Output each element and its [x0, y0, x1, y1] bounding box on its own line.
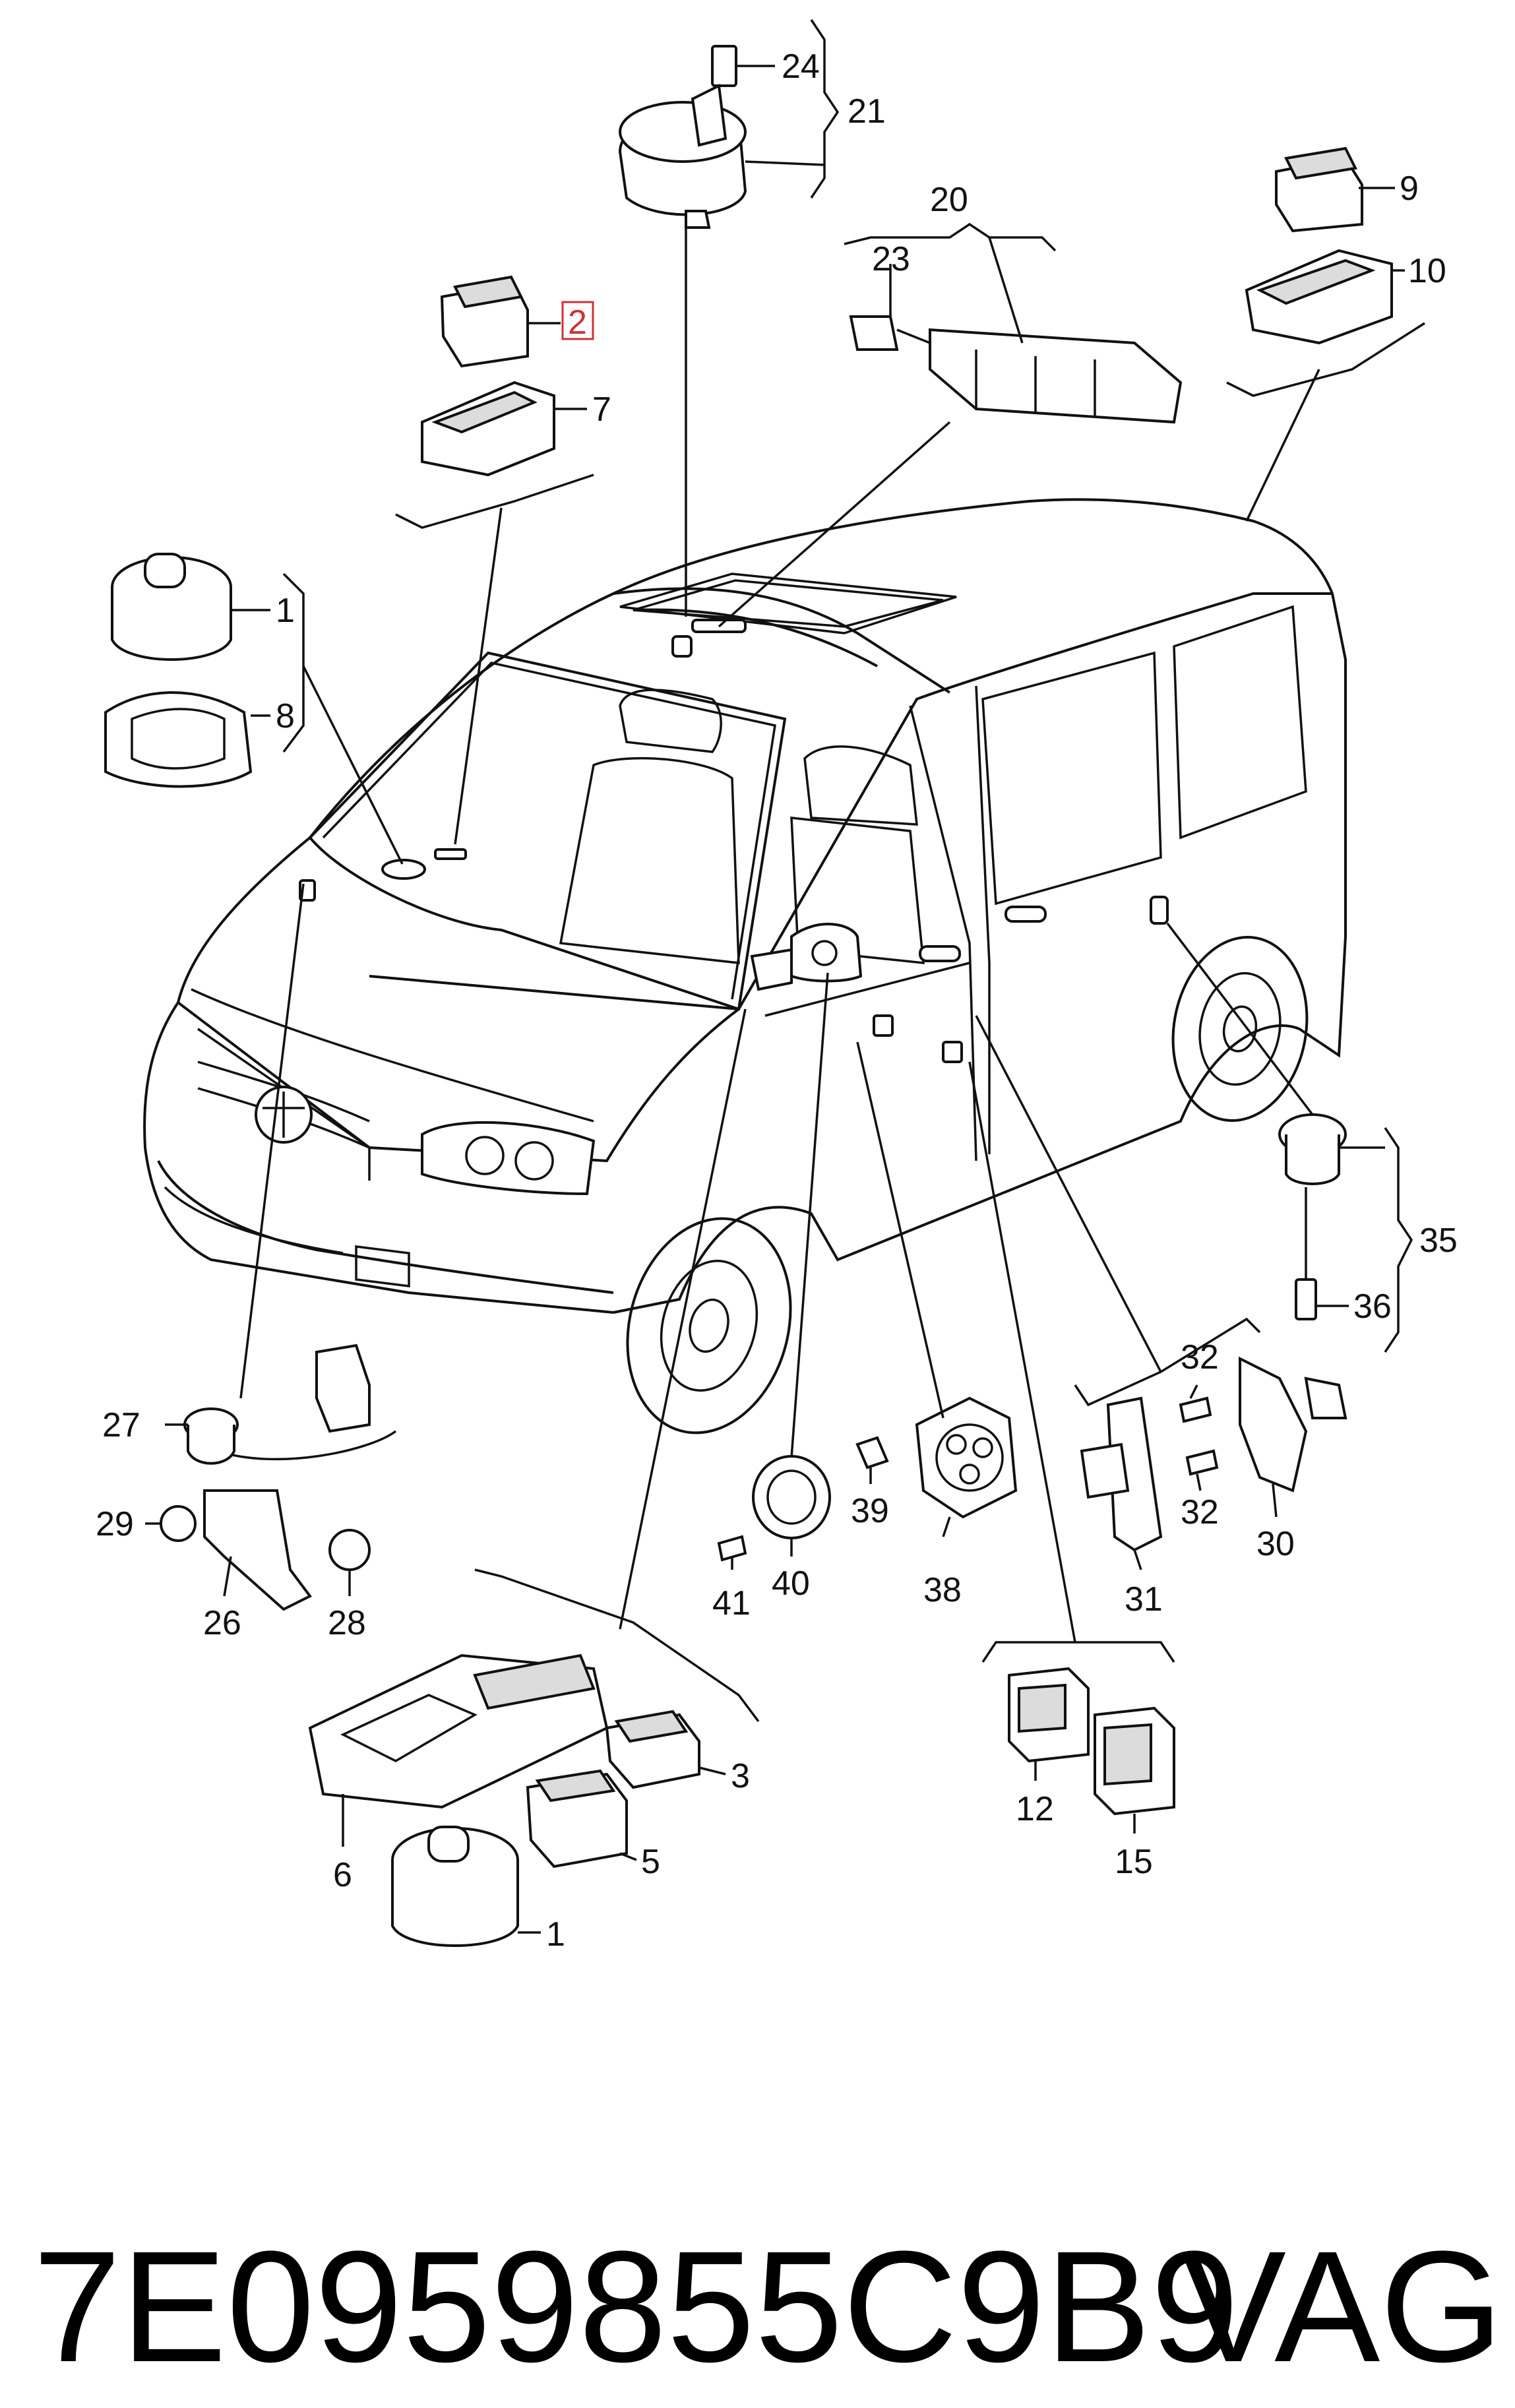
callout-30: 30 — [1256, 1525, 1295, 1563]
mirror-switch-1b-part — [391, 1826, 519, 1947]
callout-10: 10 — [1408, 252, 1446, 290]
callout-1-top: 1 — [276, 592, 295, 630]
door-contact-35-part — [1278, 1113, 1347, 1320]
bezel-8-part — [104, 691, 253, 788]
screws-32-part — [1179, 1396, 1219, 1476]
switch-5-part — [526, 1769, 628, 1868]
callout-1-bottom: 1 — [546, 1915, 565, 1954]
switch-3-part — [605, 1710, 700, 1789]
callout-39: 39 — [851, 1492, 889, 1530]
callout-21: 21 — [848, 92, 886, 131]
switch-10-part — [1245, 249, 1393, 345]
latch-30-part — [1239, 1356, 1347, 1493]
part-number: 7E0959855C9B9 — [33, 2218, 1239, 2395]
callout-12: 12 — [1016, 1790, 1054, 1828]
leader-lines — [145, 19, 1425, 1934]
callout-6: 6 — [333, 1856, 352, 1894]
switch-module-part — [849, 315, 1183, 424]
callout-labels: 24 21 20 23 9 10 2 7 1 8 35 36 27 29 26 … — [96, 47, 1458, 1954]
callout-27: 27 — [102, 1406, 140, 1444]
callout-3: 3 — [731, 1757, 750, 1795]
callout-15: 15 — [1115, 1843, 1153, 1881]
striker-31-part — [1080, 1396, 1163, 1552]
callout-32-bottom: 32 — [1181, 1493, 1219, 1531]
callout-5: 5 — [641, 1843, 660, 1881]
callout-7: 7 — [592, 390, 611, 429]
callout-8: 8 — [276, 697, 295, 735]
callout-24: 24 — [782, 47, 820, 86]
callout-36: 36 — [1353, 1287, 1392, 1326]
callout-41: 41 — [712, 1584, 751, 1622]
switch-9-part — [1275, 146, 1363, 233]
bracket-27-29-26-28-part — [160, 1343, 397, 1611]
switch-12-part — [1008, 1667, 1090, 1763]
callout-9: 9 — [1400, 170, 1419, 208]
callout-2-highlight-box — [561, 301, 594, 340]
callout-32-top: 32 — [1181, 1338, 1219, 1376]
callout-40: 40 — [772, 1564, 810, 1603]
switch-7-part — [421, 381, 555, 477]
callout-29: 29 — [96, 1505, 134, 1543]
brand-label: VAG — [1181, 2218, 1503, 2395]
actuator-38-part — [855, 1396, 1018, 1519]
callout-38: 38 — [923, 1571, 962, 1609]
callout-31: 31 — [1125, 1580, 1163, 1619]
callout-26: 26 — [203, 1604, 241, 1642]
switch-15-part — [1094, 1706, 1175, 1816]
van-illustration — [143, 498, 1347, 1435]
callout-20: 20 — [930, 181, 968, 219]
callout-2: 2 — [568, 303, 587, 342]
callout-35: 35 — [1419, 1221, 1458, 1260]
switch-2-part — [440, 275, 529, 368]
callout-28: 28 — [328, 1604, 366, 1642]
cap-40-part — [717, 1455, 831, 1562]
clock-spring-part — [618, 45, 747, 229]
callout-23: 23 — [872, 240, 910, 278]
mirror-switch-1-part — [111, 553, 232, 661]
